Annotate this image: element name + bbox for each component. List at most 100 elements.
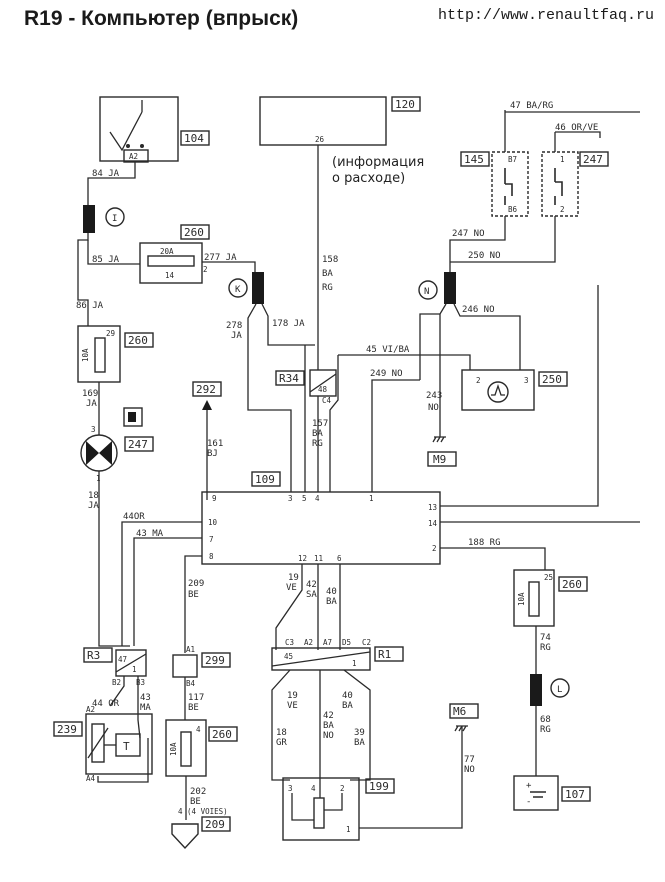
wire-label: 161 <box>207 439 223 449</box>
wire-label: VE <box>286 583 297 593</box>
wire-label: 158 <box>322 255 338 265</box>
wire-label: 277 JA <box>204 253 237 263</box>
pin-label: 48 <box>318 385 328 394</box>
connector-R34: 48 C4 R34 <box>275 369 337 405</box>
wire-label: BE <box>188 703 199 713</box>
wire-label: 169 <box>82 389 98 399</box>
wire-label: BA <box>354 738 365 748</box>
pin-label: 3 <box>288 494 293 503</box>
pin-label: 2 <box>432 544 437 553</box>
component-code: M6 <box>453 705 466 718</box>
wire-label: 74 <box>540 633 551 643</box>
pin-label: 2 <box>560 205 565 214</box>
component-code: 247 <box>128 438 148 451</box>
ecu-109: 109 9 10 7 8 3 5 4 1 13 14 2 12 11 6 <box>201 471 441 565</box>
pin-label: 5 <box>302 494 307 503</box>
switch-247: 1 2 247 <box>541 151 609 217</box>
component-code: 209 <box>205 818 225 831</box>
source-url: http://www.renaultfaq.ru <box>438 7 655 24</box>
wire-label: RG <box>312 439 323 449</box>
component-code: 247 <box>583 153 603 166</box>
component-code: 145 <box>464 153 484 166</box>
wire-label: 85 JA <box>92 255 120 265</box>
pin-label: 7 <box>209 535 214 544</box>
wire-label: BA <box>326 597 337 607</box>
component-code: R3 <box>87 649 100 662</box>
wire-label: VE <box>287 701 298 711</box>
pin-label: - <box>526 797 531 807</box>
component-code: 107 <box>565 788 585 801</box>
component-code: 292 <box>196 383 216 396</box>
pin-label: C4 <box>322 396 332 405</box>
component-code: 239 <box>57 723 77 736</box>
pin-label: 3 <box>524 376 529 385</box>
pin-label: 10 <box>208 518 218 527</box>
junction-marker <box>550 678 570 698</box>
pin-label: 14 <box>165 271 175 280</box>
wire-label: 46 OR/VE <box>555 123 598 133</box>
junction-label: K <box>235 285 241 295</box>
pin-label: 8 <box>209 552 214 561</box>
wire-label: 4 (4 VOIES) <box>178 807 228 816</box>
pin-label: 29 <box>106 329 115 338</box>
wire-label: NO <box>464 765 475 775</box>
fuse-rating: 10A <box>81 348 90 362</box>
pin-label: 2 <box>476 376 481 385</box>
pin-label: 4 <box>315 494 320 503</box>
battery-107: + - 107 <box>513 775 591 811</box>
component-code: 250 <box>542 373 562 386</box>
junction-label: L <box>557 685 562 695</box>
wire-label: 247 NO <box>452 229 485 239</box>
pin-label: 2 <box>203 265 208 274</box>
sensor-250: 2 3 250 <box>461 369 568 411</box>
junction-marker <box>105 207 125 227</box>
wire-label: 42 <box>306 580 317 590</box>
wire-label: 43 <box>140 693 151 703</box>
pin-label: T <box>123 740 130 753</box>
pin-label: B2 <box>112 678 121 687</box>
wire-label: BE <box>190 797 201 807</box>
pin-label: 6 <box>337 554 342 563</box>
pin-label: C3 <box>285 638 294 647</box>
connector-L <box>530 674 542 706</box>
wire-label: JA <box>231 331 242 341</box>
pin-label: 26 <box>315 135 325 144</box>
wire-label: 178 JA <box>272 319 305 329</box>
wire-label: JA <box>86 399 97 409</box>
component-code: M9 <box>433 453 446 466</box>
component-299: A1 B4 299 <box>172 645 231 688</box>
pin-label: A2 <box>129 152 138 161</box>
pin-label: B4 <box>186 679 196 688</box>
wire-label: 209 <box>188 579 204 589</box>
wire-label: RG <box>540 643 551 653</box>
fuse-rating: 20A <box>160 247 174 256</box>
component-code: 199 <box>369 780 389 793</box>
component-code: 260 <box>212 728 232 741</box>
wire-label: GR <box>276 738 287 748</box>
ground-M6 <box>449 703 479 719</box>
component-code: 104 <box>184 132 204 145</box>
pin-label: B3 <box>136 678 145 687</box>
wire-label: 68 <box>540 715 551 725</box>
pin-label: 1 <box>96 474 101 483</box>
pin-label: 11 <box>314 554 323 563</box>
pin-label: 1 <box>352 659 357 668</box>
pin-label: A4 <box>86 774 96 783</box>
pin-label: 2 <box>340 784 345 793</box>
component-code: 120 <box>395 98 415 111</box>
wire-label: BE <box>188 590 199 600</box>
wire-label: 202 <box>190 787 206 797</box>
connector-R3: 47 1 B2 B3 R3 <box>83 647 147 687</box>
component-code: 260 <box>184 226 204 239</box>
pin-label: 14 <box>428 519 438 528</box>
switch-145: B7 B6 145 <box>460 151 529 217</box>
connector-K <box>252 272 264 304</box>
pin-label: 1 <box>369 494 374 503</box>
component-120-box <box>259 96 387 146</box>
connector-I <box>83 205 95 233</box>
pin-label: 4 <box>311 784 316 793</box>
wire-label: 188 RG <box>468 538 501 548</box>
wire-label: BJ <box>207 449 218 459</box>
wire-label: 243 <box>426 391 442 401</box>
